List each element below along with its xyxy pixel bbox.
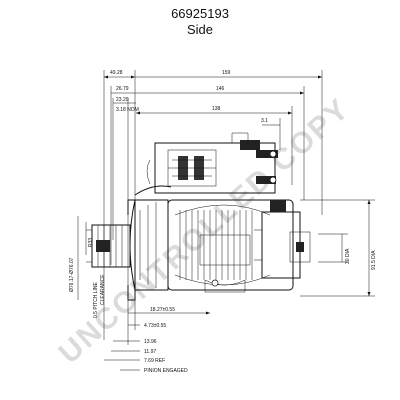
bottom-dimensions: 18.27±0.55 4.73±0.55 13.96 11.97 7.69 RE… xyxy=(104,307,210,374)
armature-windings xyxy=(179,210,253,280)
dim-49-28: 49.28 xyxy=(110,70,123,76)
top-dimensions: 49.28 159 26.79 146 23.20 3.18 NOM 138 3… xyxy=(103,70,323,345)
view-name-title: Side xyxy=(186,22,214,37)
dim-pitch-line: 0.5 PITCH LINE xyxy=(93,281,99,318)
dim-30-dia: 30 DIA xyxy=(345,248,351,264)
terminal-top xyxy=(240,140,260,150)
dim-159: 159 xyxy=(222,70,231,76)
dim-91-5-dia: 91.5 DIA xyxy=(371,250,377,270)
starter-motor xyxy=(86,132,311,301)
dim-clearance: CLEARANCE xyxy=(100,274,106,305)
end-cap xyxy=(261,211,301,279)
dim-11-97: 11.97 xyxy=(144,349,156,355)
dim-7-69-ref: 7.69 REF xyxy=(144,358,165,364)
dim-4-73: 4.73±0.55 xyxy=(144,323,166,329)
dim-146: 146 xyxy=(216,86,225,92)
terminal-mid xyxy=(256,150,278,158)
dim-18-27: 18.27±0.55 xyxy=(150,307,175,313)
dim-r33: R33 xyxy=(88,238,94,247)
dim-138: 138 xyxy=(212,106,221,112)
dim-3-1: 3.1 xyxy=(261,118,268,124)
dim-13-96: 13.96 xyxy=(144,339,157,345)
pinion-engaged-label: PINION ENGAGED xyxy=(144,368,188,374)
dim-23-20: 23.20 xyxy=(116,97,129,103)
solenoid-housing xyxy=(154,142,276,194)
dim-pilot-diameter: Ø76.17-Ø76.07 xyxy=(69,257,75,292)
part-number-title: 66925193 xyxy=(171,6,229,21)
dim-26-79: 26.79 xyxy=(116,86,129,92)
right-dimensions: 30 DIA 91.5 DIA xyxy=(300,199,377,297)
dim-3-18-nom: 3.18 NOM xyxy=(116,107,139,113)
terminal-low xyxy=(256,176,276,184)
rear-bearing xyxy=(296,242,304,252)
left-dimensions: R33 Ø76.17-Ø76.07 0.5 PITCH LINE CLEARAN… xyxy=(69,216,106,318)
pinion-gear xyxy=(91,224,131,268)
